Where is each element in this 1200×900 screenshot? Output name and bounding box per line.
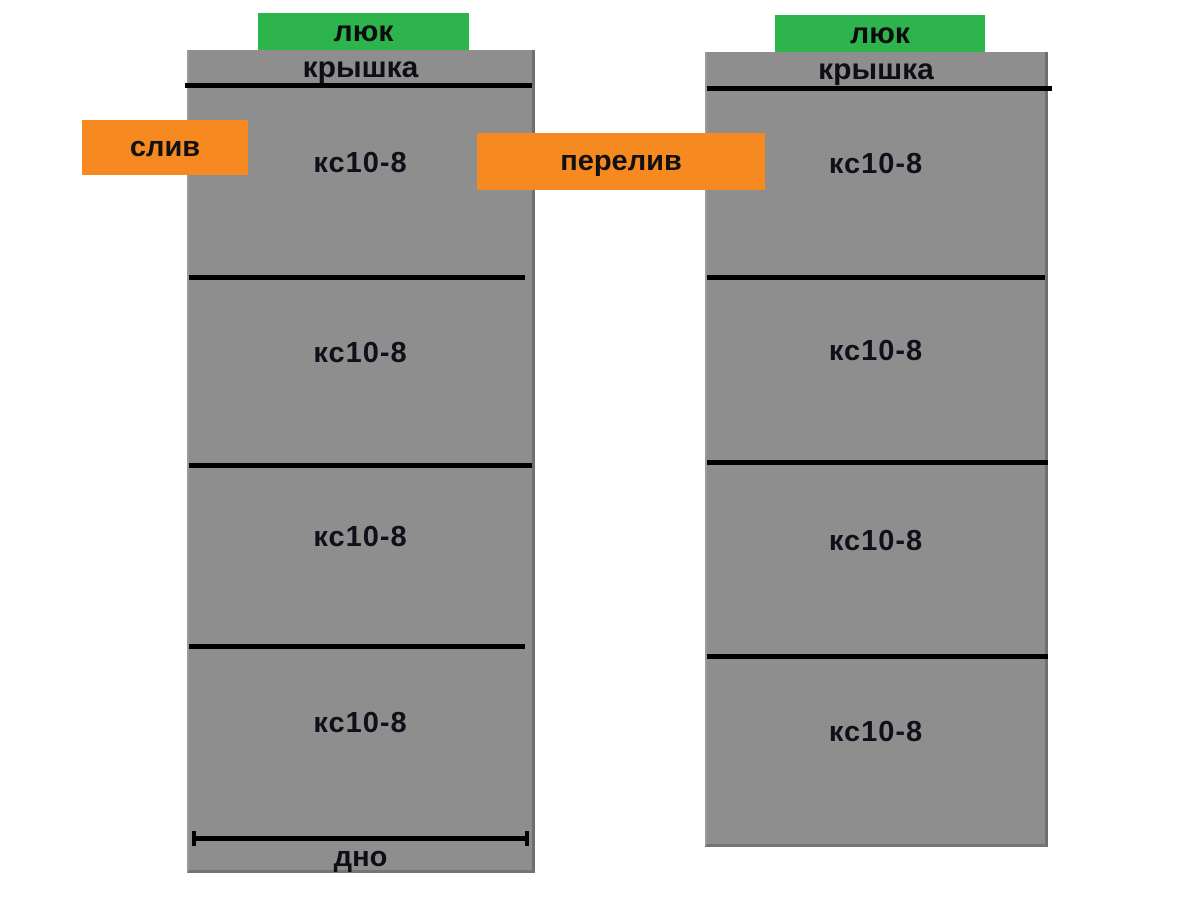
right-ring-4: кс10-8 — [707, 656, 1045, 844]
right-hatch-label: люк — [850, 16, 910, 50]
right-ring-3-label: кс10-8 — [828, 524, 924, 557]
left-ring-3: кс10-8 — [189, 465, 532, 646]
left-bottom-line — [192, 831, 529, 846]
left-cover-separator-line — [185, 83, 532, 88]
left-ring-separator-line-3 — [189, 644, 525, 649]
right-ring-separator-line-1 — [707, 275, 1045, 280]
right-ring-3: кс10-8 — [707, 462, 1045, 656]
left-ring-4: кс10-8 — [189, 646, 532, 836]
right-ring-2: кс10-8 — [707, 277, 1045, 462]
left-ring-3-label: кс10-8 — [313, 521, 408, 553]
right-ring-separator-line-3 — [707, 654, 1048, 659]
overflow-callout: перелив — [477, 133, 765, 190]
left-ring-separator-line-2 — [189, 463, 532, 468]
drain-callout: слив — [82, 120, 248, 175]
right-ring-1: кс10-8 — [707, 88, 1045, 277]
left-ring-1: кс10-8 — [189, 86, 532, 277]
right-ring-separator-line-2 — [707, 460, 1048, 465]
right-ring-1-label: кс10-8 — [828, 148, 924, 180]
right-cover-label: крышка — [818, 53, 934, 86]
right-hatch-block: люк — [775, 15, 985, 52]
left-ring-1-label: кс10-8 — [313, 147, 408, 179]
left-ring-separator-line-1 — [189, 275, 525, 280]
left-bottom-label: дно — [333, 840, 388, 873]
right-ring-2-label: кс10-8 — [828, 335, 924, 367]
left-ring-4-label: кс10-8 — [313, 706, 408, 739]
overflow-label: перелив — [560, 145, 682, 177]
right-ring-4-label: кс10-8 — [828, 715, 924, 748]
left-cover-label: крышка — [302, 51, 419, 84]
left-ring-2-label: кс10-8 — [313, 336, 408, 369]
right-cover-separator-line — [707, 86, 1052, 91]
left-hatch-label: люк — [333, 14, 394, 48]
left-ring-2: кс10-8 — [189, 277, 532, 465]
left-hatch-block: люк — [258, 13, 469, 50]
drain-label: слив — [129, 131, 201, 163]
